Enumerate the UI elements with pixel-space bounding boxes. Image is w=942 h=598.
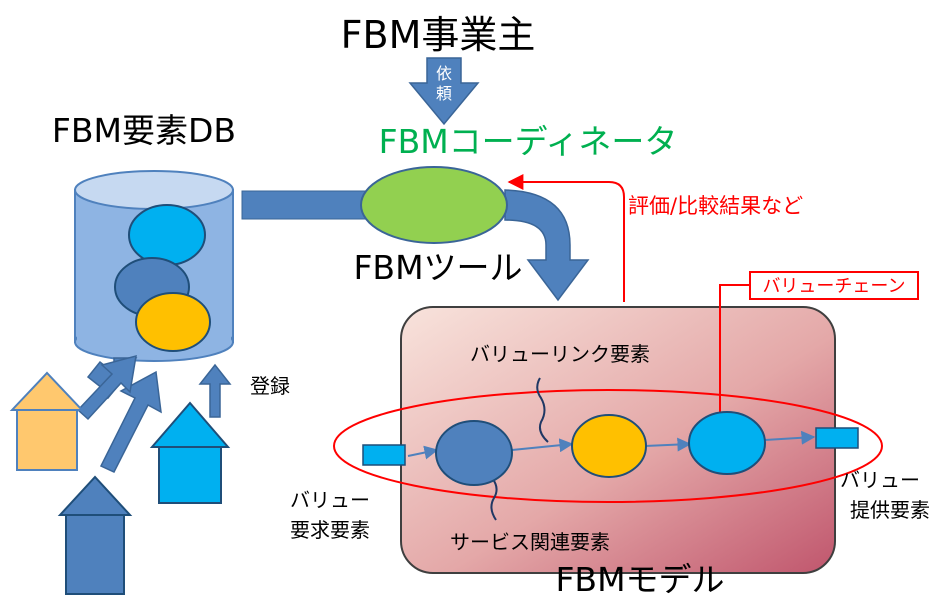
tool-to-model-arrow xyxy=(504,189,590,302)
chain-node-blue xyxy=(435,420,513,486)
value-request-label-2: 要求要素 xyxy=(290,518,370,542)
evaluation-label: 評価/比較結果など xyxy=(628,194,803,218)
house-blue xyxy=(57,475,133,595)
chain-node-lightblue xyxy=(688,411,766,475)
request-arrow xyxy=(408,57,480,126)
model-label: FBMモデル xyxy=(555,560,724,598)
value-link-squiggle xyxy=(536,377,549,443)
evaluation-arrow xyxy=(507,174,625,302)
house-lightblue xyxy=(149,401,231,504)
coordinator-label: FBMコーディネータ xyxy=(379,122,678,161)
db-tool-connector xyxy=(241,190,378,220)
tool-ellipse xyxy=(360,166,508,244)
value-chain-label: バリューチェーン xyxy=(762,276,905,297)
value-chain-ellipse xyxy=(333,389,883,503)
element-db-cylinder xyxy=(74,170,234,362)
chain-node-orange xyxy=(571,414,647,478)
register-arrow-2 xyxy=(99,370,162,473)
register-label: 登録 xyxy=(250,374,290,398)
element-db-label: FBM要素DB xyxy=(52,111,236,150)
value-provide-label-1: バリュー xyxy=(840,468,920,492)
value-request-label-1: バリュー xyxy=(290,488,370,512)
chain-arrow-4 xyxy=(764,430,816,445)
value-chain-callout-line xyxy=(719,284,750,412)
request-label-1: 依 xyxy=(436,64,452,83)
value-provide-node xyxy=(815,427,859,449)
value-chain-callout xyxy=(749,271,919,300)
request-label-2: 頼 xyxy=(436,84,452,103)
service-related-element-label: サービス関連要素 xyxy=(450,530,610,554)
value-request-node xyxy=(362,444,406,466)
house-orange xyxy=(9,371,85,471)
service-related-squiggle xyxy=(490,477,498,521)
register-arrow-3 xyxy=(198,363,232,418)
chain-arrow-3 xyxy=(644,437,692,452)
value-provide-label-2: 提供要素 xyxy=(850,498,930,522)
chain-arrow-2 xyxy=(511,438,574,453)
tool-label: FBMツール xyxy=(353,248,522,287)
fbm-owner-label: FBM事業主 xyxy=(341,13,536,57)
chain-arrow-1 xyxy=(407,445,439,460)
register-arrow-left xyxy=(76,354,137,421)
value-link-element-label: バリューリンク要素 xyxy=(470,342,650,366)
